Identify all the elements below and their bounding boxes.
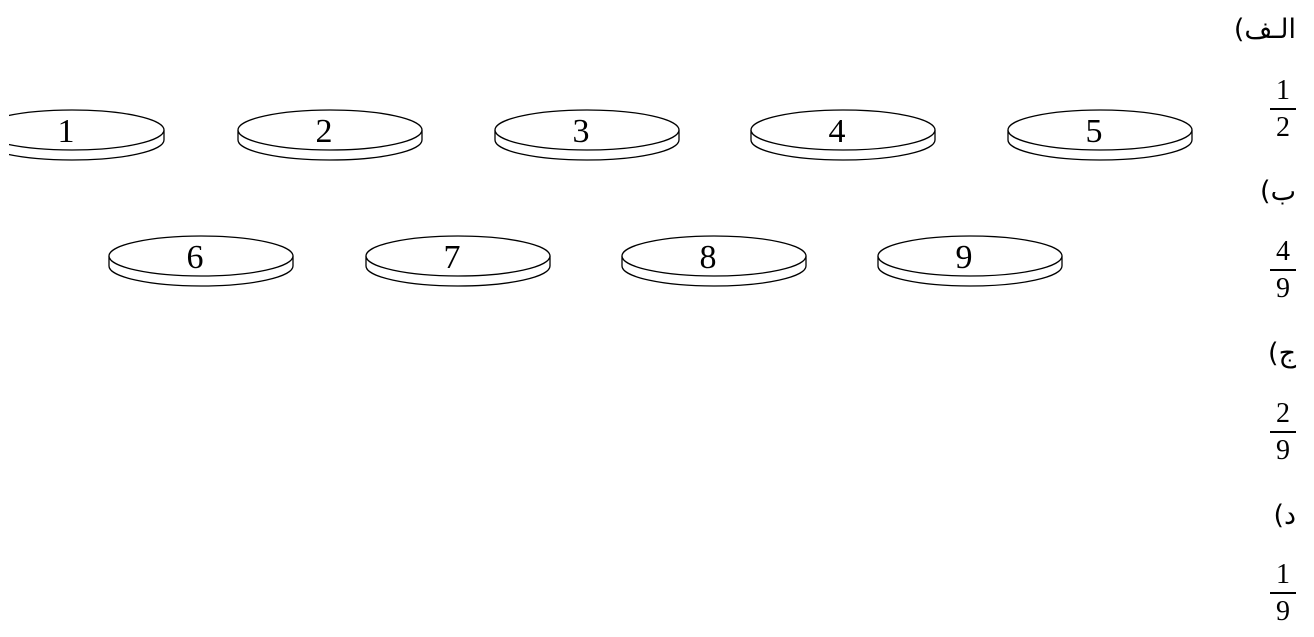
coin: 7: [366, 236, 550, 286]
option-a-fraction: 1 2: [1270, 77, 1296, 142]
coin: 4: [751, 110, 935, 160]
option-b-denominator: 9: [1276, 275, 1290, 303]
coin: 1: [0, 110, 164, 160]
fraction-bar: [1270, 108, 1296, 110]
option-a-label: الـف): [1234, 16, 1296, 43]
coin: 6: [109, 236, 293, 286]
option-c-denominator: 9: [1276, 437, 1290, 465]
option-b-fraction: 4 9: [1270, 238, 1296, 303]
option-d-numerator: 1: [1276, 561, 1290, 589]
option-d-denominator: 9: [1276, 598, 1290, 626]
option-b-numerator: 4: [1276, 238, 1290, 266]
coin-number: 3: [573, 113, 590, 150]
coin-number: 7: [444, 239, 461, 276]
option-c-label: ج): [1268, 340, 1296, 367]
coin-top: [0, 110, 164, 150]
option-a-numerator: 1: [1276, 77, 1290, 105]
coin-number: 4: [829, 113, 846, 150]
option-c-fraction: 2 9: [1270, 400, 1296, 465]
fraction-bar: [1270, 431, 1296, 433]
option-c-numerator: 2: [1276, 400, 1290, 428]
option-d-fraction: 1 9: [1270, 561, 1296, 626]
option-a-denominator: 2: [1276, 114, 1290, 142]
coin-number: 5: [1086, 113, 1103, 150]
coin-number: 9: [956, 239, 973, 276]
coin: 5: [1008, 110, 1192, 160]
coin-number: 1: [58, 113, 75, 150]
coin: 8: [622, 236, 806, 286]
coin: 2: [238, 110, 422, 160]
fraction-bar: [1270, 592, 1296, 594]
coin: 3: [495, 110, 679, 160]
crop-mask: [0, 95, 9, 175]
coin-number: 6: [187, 239, 204, 276]
fraction-bar: [1270, 269, 1296, 271]
coin: 9: [878, 236, 1062, 286]
option-d-label: د): [1273, 502, 1296, 529]
coin-number: 8: [700, 239, 717, 276]
coin-number: 2: [316, 113, 333, 150]
option-b-label: ب): [1260, 178, 1296, 205]
